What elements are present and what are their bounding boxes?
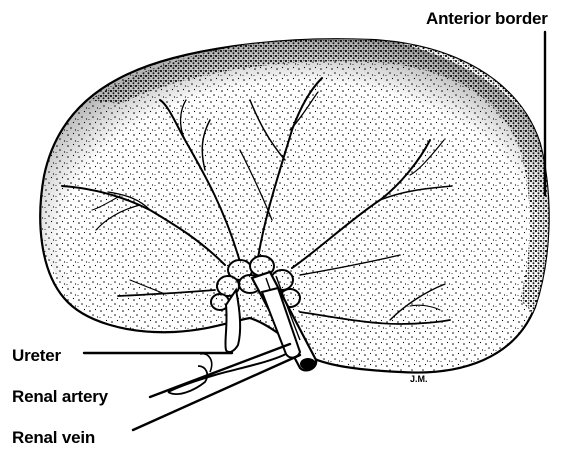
artist-signature: J.M. — [410, 374, 428, 384]
leader-renal-vein — [133, 355, 300, 430]
label-renal-vein: Renal vein — [12, 428, 95, 447]
label-ureter: Ureter — [12, 346, 61, 365]
label-renal-artery: Renal artery — [12, 387, 109, 406]
label-anterior-border: Anterior border — [426, 9, 548, 28]
